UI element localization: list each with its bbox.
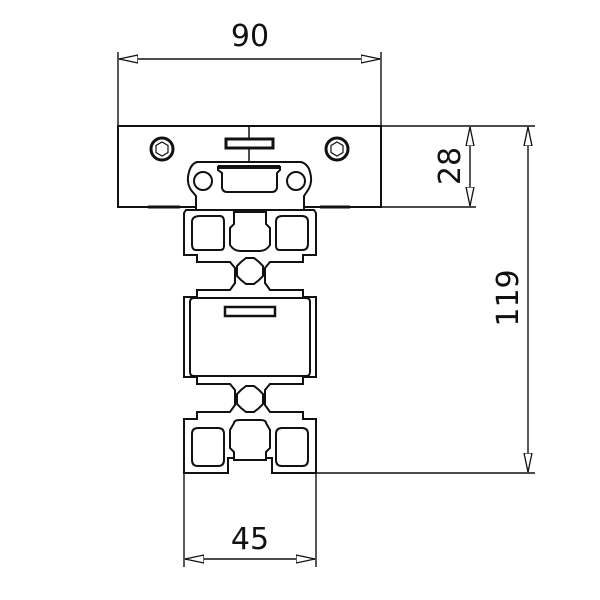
- dimension-119-label: 119: [491, 269, 526, 326]
- dimension-28-label: 28: [433, 147, 468, 185]
- dimension-45-label: 45: [231, 522, 269, 557]
- dimension-28: [381, 125, 535, 208]
- dimension-45: [183, 473, 317, 567]
- aluminium-profile: [183, 209, 317, 474]
- center-slot: [224, 126, 275, 162]
- dimension-90-label: 90: [231, 19, 269, 54]
- carriage: [186, 161, 313, 211]
- dimension-119: [316, 127, 535, 474]
- screw-left-icon: [149, 136, 175, 162]
- dimension-90: [117, 52, 382, 126]
- screw-right-icon: [324, 136, 350, 162]
